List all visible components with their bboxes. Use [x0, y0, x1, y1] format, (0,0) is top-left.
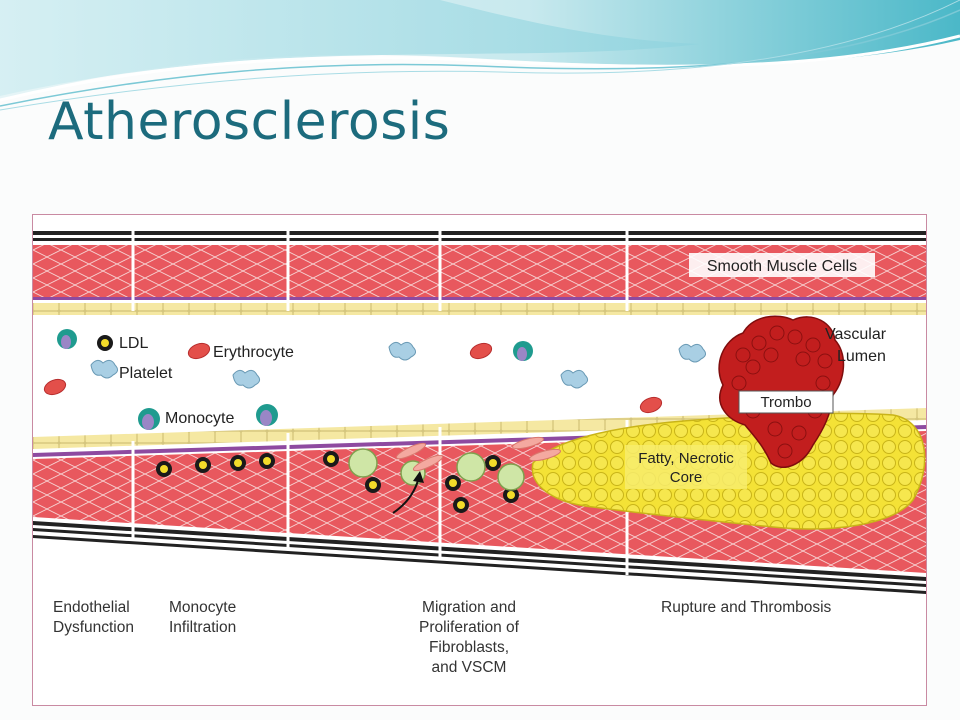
platelets [90, 341, 707, 389]
stage-2-line-1: Monocyte [169, 599, 236, 616]
monocyte-label: Monocyte [165, 410, 234, 427]
stage-captions: Endothelial Dysfunction Monocyte Infiltr… [53, 599, 832, 676]
stage-3-line-2: Proliferation of [419, 619, 520, 636]
core-label: Core [670, 469, 703, 486]
core-label-group: Fatty, Necrotic Core [625, 445, 747, 489]
vascular-label: Vascular [825, 326, 887, 343]
slide-title: Atherosclerosis [48, 92, 451, 152]
foam-cells [348, 448, 525, 491]
endothelium-lower [33, 408, 926, 449]
monocytes [57, 329, 533, 430]
stage-3-line-3: Fibroblasts, [429, 639, 509, 656]
stage-4-line-1: Rupture and Thrombosis [661, 599, 832, 616]
platelet-label: Platelet [119, 365, 173, 382]
smooth-muscle-cells-label: Smooth Muscle Cells [707, 258, 857, 275]
stage-1-line-2: Dysfunction [53, 619, 134, 636]
fatty-necrotic-label: Fatty, Necrotic [638, 450, 734, 467]
ldl-label: LDL [119, 335, 148, 352]
thrombus: Trombo [718, 315, 845, 468]
diagram-svg: Trombo Fatty, Necrotic Core Smooth Muscl… [33, 229, 926, 676]
stage-3-line-4: and VSCM [432, 659, 507, 676]
endothelium-upper [33, 303, 926, 315]
erythrocyte-label: Erythrocyte [213, 344, 294, 361]
header-wave [0, 0, 960, 111]
trombo-label: Trombo [760, 394, 811, 411]
upper-vessel-wall [33, 231, 926, 315]
fibroblasts [395, 436, 561, 472]
ldl-particles [97, 335, 519, 513]
lumen-label: Lumen [837, 348, 886, 365]
stage-1-line-1: Endothelial [53, 599, 130, 616]
atherosclerosis-diagram: Trombo Fatty, Necrotic Core Smooth Muscl… [32, 214, 927, 706]
erythrocytes [43, 342, 663, 414]
stage-2-line-2: Infiltration [169, 619, 236, 636]
stage-3-line-1: Migration and [422, 599, 516, 616]
internal-elastic-membrane [33, 297, 926, 300]
